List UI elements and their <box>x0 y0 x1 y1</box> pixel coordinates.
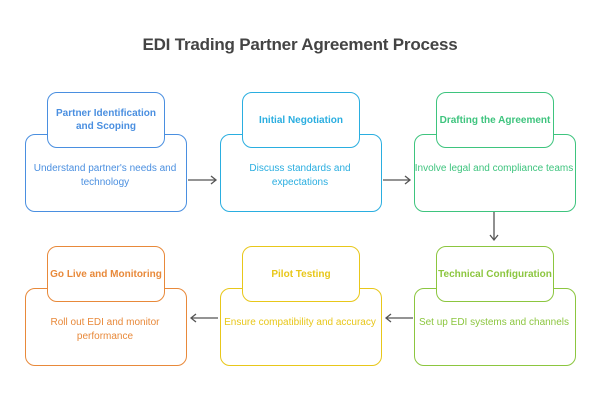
step-description: Understand partner's needs and technolog… <box>33 163 177 188</box>
arrow-left-icon <box>384 313 413 323</box>
step-description: Involve legal and compliance teams <box>414 163 574 174</box>
arrow-right-icon <box>383 175 412 185</box>
step-title: Technical Configuration <box>436 246 554 302</box>
diagram-title: EDI Trading Partner Agreement Process <box>142 35 458 54</box>
step-title: Pilot Testing <box>242 246 360 302</box>
step-go-live: Go Live and Monitoring Roll out EDI and … <box>25 246 189 366</box>
step-drafting-agreement: Drafting the Agreement Involve legal and… <box>414 92 578 212</box>
step-title: Drafting the Agreement <box>436 92 554 148</box>
arrow-right-icon <box>188 175 218 185</box>
step-description: Ensure compatibility and accuracy <box>224 317 376 328</box>
step-description: Discuss standards and expectations <box>249 163 351 188</box>
step-pilot-testing: Pilot Testing Ensure compatibility and a… <box>220 246 384 366</box>
step-partner-identification: Partner Identification and Scoping Under… <box>25 92 189 212</box>
step-title: Partner Identification and Scoping <box>47 92 165 148</box>
step-technical-configuration: Technical Configuration Set up EDI syste… <box>414 246 578 366</box>
step-title: Go Live and Monitoring <box>47 246 165 302</box>
arrow-down-icon <box>489 212 499 242</box>
step-initial-negotiation: Initial Negotiation Discuss standards an… <box>220 92 384 212</box>
step-description: Set up EDI systems and channels <box>418 317 570 328</box>
step-description: Roll out EDI and monitor performance <box>50 317 160 342</box>
arrow-left-icon <box>189 313 218 323</box>
step-title: Initial Negotiation <box>242 92 360 148</box>
